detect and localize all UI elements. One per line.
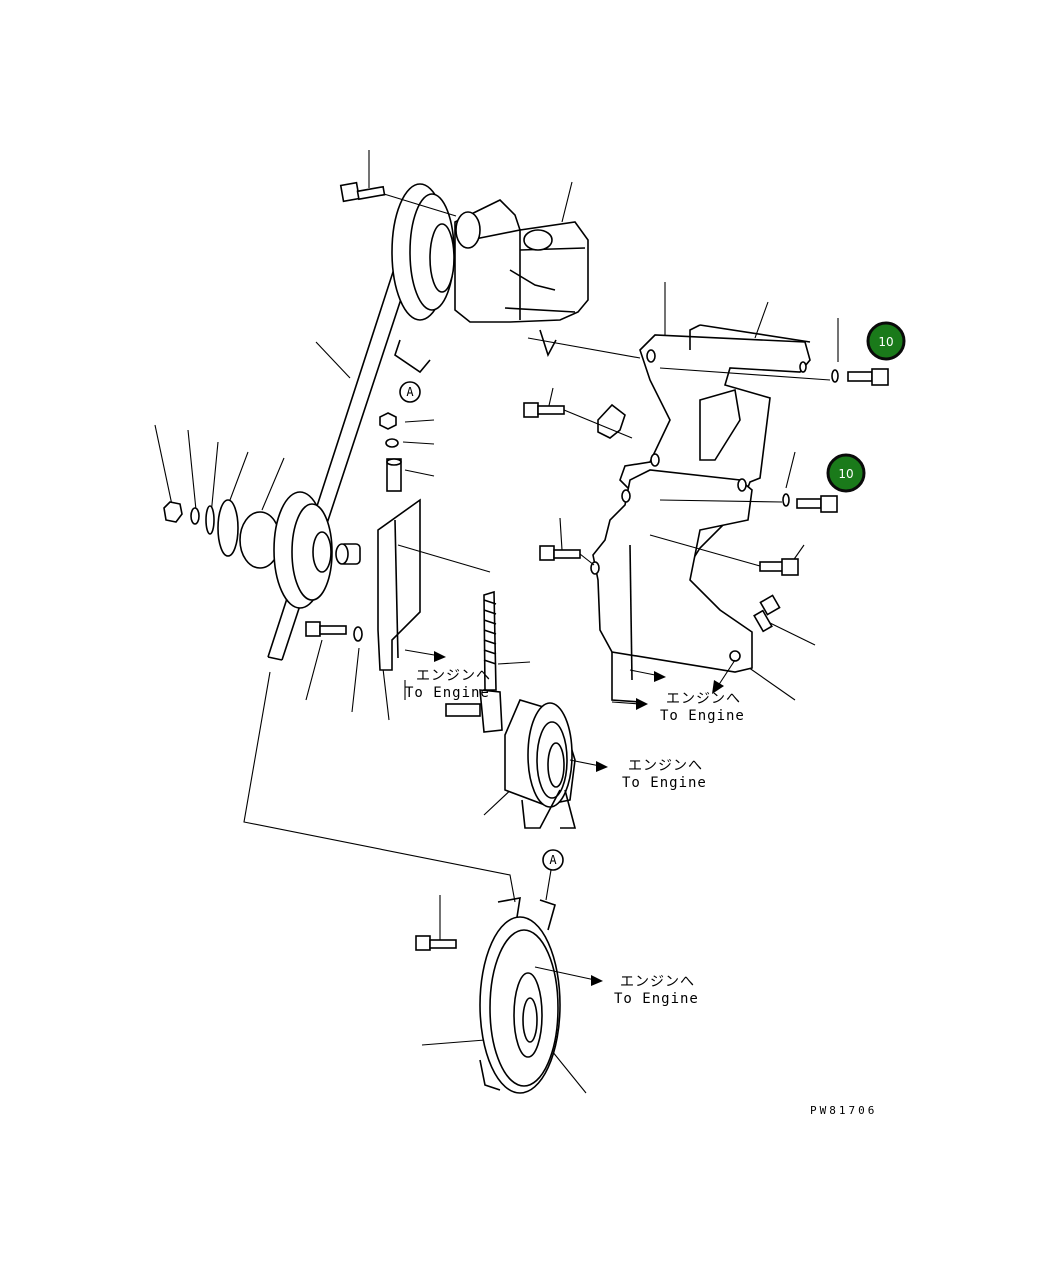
direction-label-jp: エンジンへ	[666, 691, 741, 707]
direction-label-2: エンジンへ To Engine	[660, 691, 745, 724]
direction-label-1: エンジンへ To Engine	[405, 668, 491, 701]
direction-label-jp: エンジンへ	[416, 668, 491, 684]
direction-label-jp: エンジンへ	[620, 974, 695, 990]
direction-label-en: To Engine	[660, 708, 745, 724]
tensioner-pulley-assembly	[163, 491, 361, 609]
callout-badge-upper[interactable]: 10	[866, 321, 906, 361]
direction-label-3: エンジンへ To Engine	[622, 758, 707, 791]
idler-pulley	[504, 699, 577, 829]
direction-label-en: To Engine	[405, 685, 490, 701]
callout-badge-label: 10	[838, 467, 853, 481]
direction-arrows	[404, 649, 736, 986]
lower-bracket	[590, 469, 753, 703]
reference-marker-lower: A	[542, 849, 564, 901]
callout-badge-label: 10	[878, 335, 893, 349]
reference-marker-label: A	[549, 853, 557, 867]
reference-marker-label: A	[406, 385, 414, 399]
direction-label-en: To Engine	[614, 991, 699, 1007]
direction-label-4: エンジンへ To Engine	[614, 974, 699, 1007]
top-bolt	[339, 181, 457, 217]
drawing-code: PW81706	[810, 1104, 877, 1117]
bracket-bolts	[523, 367, 889, 633]
callout-badge-lower[interactable]: 10	[826, 453, 866, 493]
compressor-pulley	[391, 183, 455, 374]
compressor	[454, 199, 641, 359]
leader-lines	[154, 150, 839, 1094]
bottom-bolt	[415, 935, 457, 951]
reference-marker-upper: A	[399, 381, 421, 403]
direction-label-jp: エンジンへ	[628, 758, 703, 774]
crank-pulley	[479, 897, 561, 1094]
adjuster-bar	[377, 412, 503, 733]
pivot-bolt	[305, 621, 363, 642]
direction-label-en: To Engine	[622, 775, 707, 791]
